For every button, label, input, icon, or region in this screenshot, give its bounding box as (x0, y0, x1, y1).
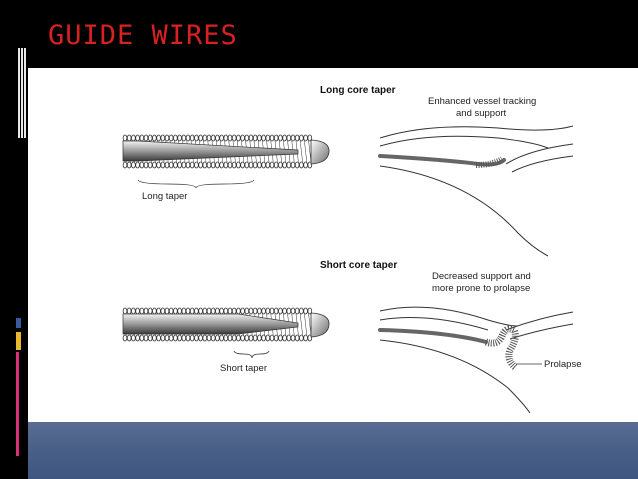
wire-in-vessel (378, 154, 506, 167)
long-core-taper-heading: Long core taper (320, 85, 396, 96)
marker-yellow (16, 332, 21, 350)
guide-wire-diagram: Long taper Long core taper Enhanced vess… (122, 85, 582, 414)
marker-pink (16, 352, 19, 456)
wire-tip (310, 139, 330, 165)
bottom-annotation-line1: Decreased support and (432, 271, 531, 282)
top-annotation-line1: Enhanced vessel tracking (428, 96, 536, 107)
short-taper-label: Short taper (220, 363, 267, 374)
bottom-vessel (378, 306, 574, 414)
left-color-markers (16, 318, 22, 458)
short-core-taper-heading: Short core taper (320, 260, 397, 271)
figure-panel (28, 68, 638, 422)
top-annotation-line2: and support (456, 108, 507, 119)
slide-title: GUIDE WIRES (48, 20, 238, 51)
long-taper-wire (122, 134, 330, 189)
footer-band (28, 422, 638, 479)
short-taper-wire (122, 307, 330, 359)
left-edge-decoration (18, 48, 26, 138)
top-vessel (378, 125, 574, 257)
marker-blue (16, 318, 21, 328)
short-taper-bracket (233, 350, 270, 359)
wire-tip-bottom (310, 312, 330, 338)
prolapsed-coil (484, 325, 519, 371)
wire-in-vessel-bottom (378, 328, 488, 344)
long-taper-label: Long taper (142, 191, 187, 202)
wire-coil-in-vessel (475, 156, 504, 168)
taper-bracket (137, 179, 255, 189)
bottom-annotation-line2: more prone to prolapse (432, 283, 530, 294)
prolapse-label: Prolapse (544, 359, 582, 370)
